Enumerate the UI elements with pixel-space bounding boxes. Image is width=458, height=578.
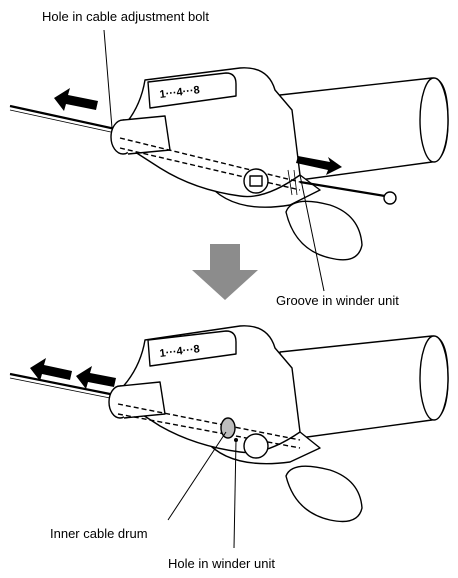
top-arrow-right (296, 156, 342, 175)
bottom-cable-dashed (117, 403, 301, 441)
bottom-arrow-left-1 (30, 358, 72, 381)
top-cable-left (9, 104, 121, 132)
top-cable-right (299, 180, 386, 198)
bottom-pivot-bolt (243, 433, 269, 459)
top-assembly (9, 67, 449, 261)
inner-cable-drum (220, 417, 236, 439)
label-inner-cable-drum: Inner cable drum (50, 526, 148, 541)
label-winder-groove: Groove in winder unit (276, 293, 399, 308)
bottom-indicator-window (147, 330, 237, 367)
top-cable-dashed (119, 137, 301, 183)
leader-groove (299, 174, 325, 292)
top-indicator-window (147, 72, 237, 109)
bottom-thumb-lever (285, 465, 363, 523)
bottom-cable-left (9, 372, 116, 397)
leader-drum (167, 431, 227, 521)
label-adjustment-bolt-hole: Hole in cable adjustment bolt (42, 9, 209, 24)
top-indicator-text: 1···4···8 (159, 84, 201, 101)
label-winder-hole: Hole in winder unit (168, 556, 275, 571)
bottom-arrow-left-2 (76, 366, 116, 389)
bottom-assembly (9, 325, 449, 523)
leader-top (103, 29, 113, 129)
down-arrow (192, 244, 258, 300)
bottom-indicator-text: 1···4···8 (159, 343, 201, 360)
top-thumb-lever (285, 200, 363, 261)
top-arrow-left (54, 88, 98, 111)
leader-hole (233, 439, 237, 549)
